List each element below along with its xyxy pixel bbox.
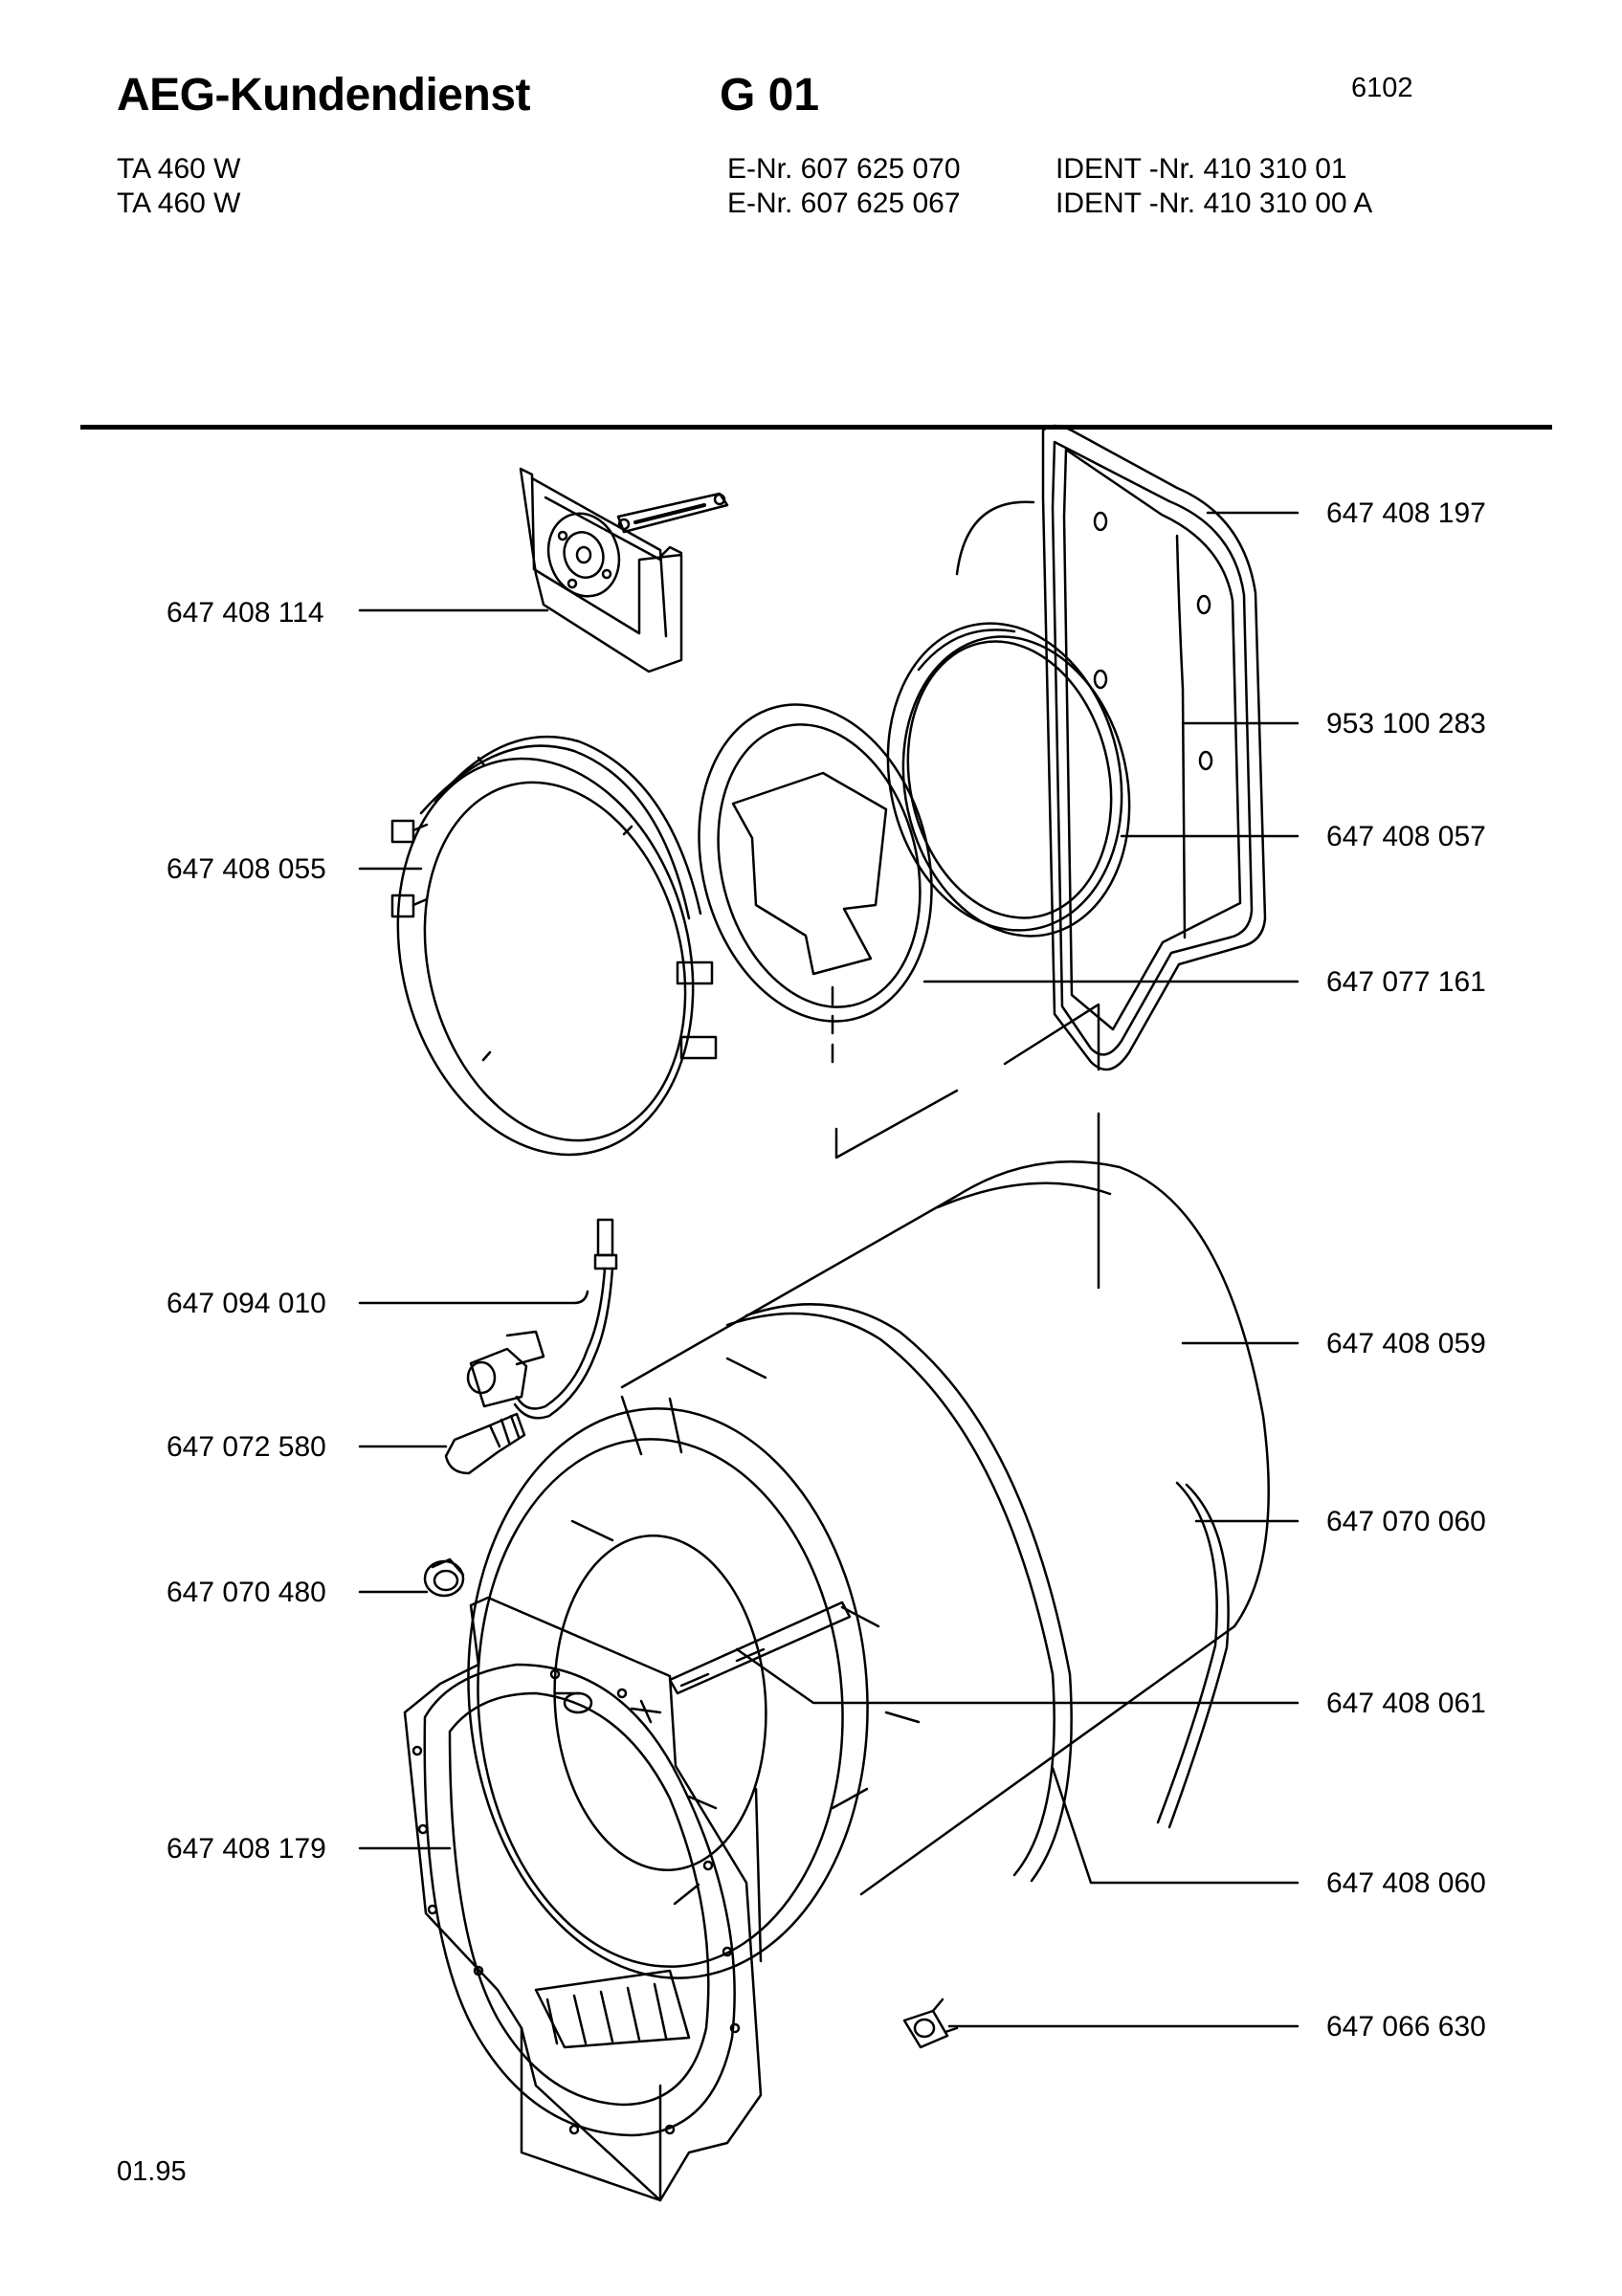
leader-lines-left: [360, 610, 588, 1848]
part-number-front-ring: 647 408 055: [167, 853, 326, 885]
date-code: 01.95: [117, 2156, 187, 2187]
page-code: 6102: [1351, 73, 1413, 103]
ident-number-2: IDENT -Nr. 410 310 00 A: [1055, 188, 1373, 219]
e-number-2: E-Nr. 607 625 067: [727, 188, 961, 219]
part-number-rear-ring: 647 408 057: [1326, 821, 1486, 852]
part-number-wire-lamp: 647 094 010: [167, 1288, 326, 1319]
sensor-drawing: [904, 1999, 957, 2047]
part-number-drum: 647 408 059: [1326, 1328, 1486, 1359]
part-number-belt: 647 070 060: [1326, 1506, 1486, 1537]
part-number-drum-rib: 647 408 061: [1326, 1688, 1486, 1719]
part-number-seal: 953 100 283: [1326, 708, 1486, 740]
model-name-1: TA 460 W: [117, 153, 241, 185]
front-ring-drawing: [358, 727, 734, 1186]
rear-ring-drawing: [860, 602, 1156, 958]
part-number-filter: 647 077 161: [1326, 966, 1486, 998]
part-number-plug: 647 072 580: [167, 1431, 326, 1463]
leader-lines-right: [737, 513, 1298, 2026]
rear-panel-drawing: [836, 426, 1265, 1288]
filter-drawing: [667, 679, 964, 1062]
model-name-2: TA 460 W: [117, 188, 241, 219]
section-code: G 01: [720, 70, 820, 121]
part-number-sensor: 647 066 630: [1326, 2011, 1486, 2042]
part-number-knob: 647 070 480: [167, 1577, 326, 1608]
bracket-drawing: [521, 469, 727, 672]
part-number-drum-band: 647 408 060: [1326, 1867, 1486, 1899]
brand-title: AEG-Kundendienst: [117, 70, 531, 121]
drum-drawing: [450, 1161, 1269, 1991]
part-number-rear-panel: 647 408 197: [1326, 497, 1486, 529]
wire-lamp-drawing: [468, 1220, 616, 1418]
header-rule: [80, 425, 1552, 430]
part-number-bracket: 647 408 114: [167, 597, 324, 629]
front-frame-drawing: [405, 1598, 761, 2200]
knob-drawing: [425, 1559, 463, 1596]
part-number-front-frame: 647 408 179: [167, 1833, 326, 1865]
e-number-1: E-Nr. 607 625 070: [727, 153, 961, 185]
ident-number-1: IDENT -Nr. 410 310 01: [1055, 153, 1347, 185]
plug-drawing: [446, 1414, 524, 1473]
